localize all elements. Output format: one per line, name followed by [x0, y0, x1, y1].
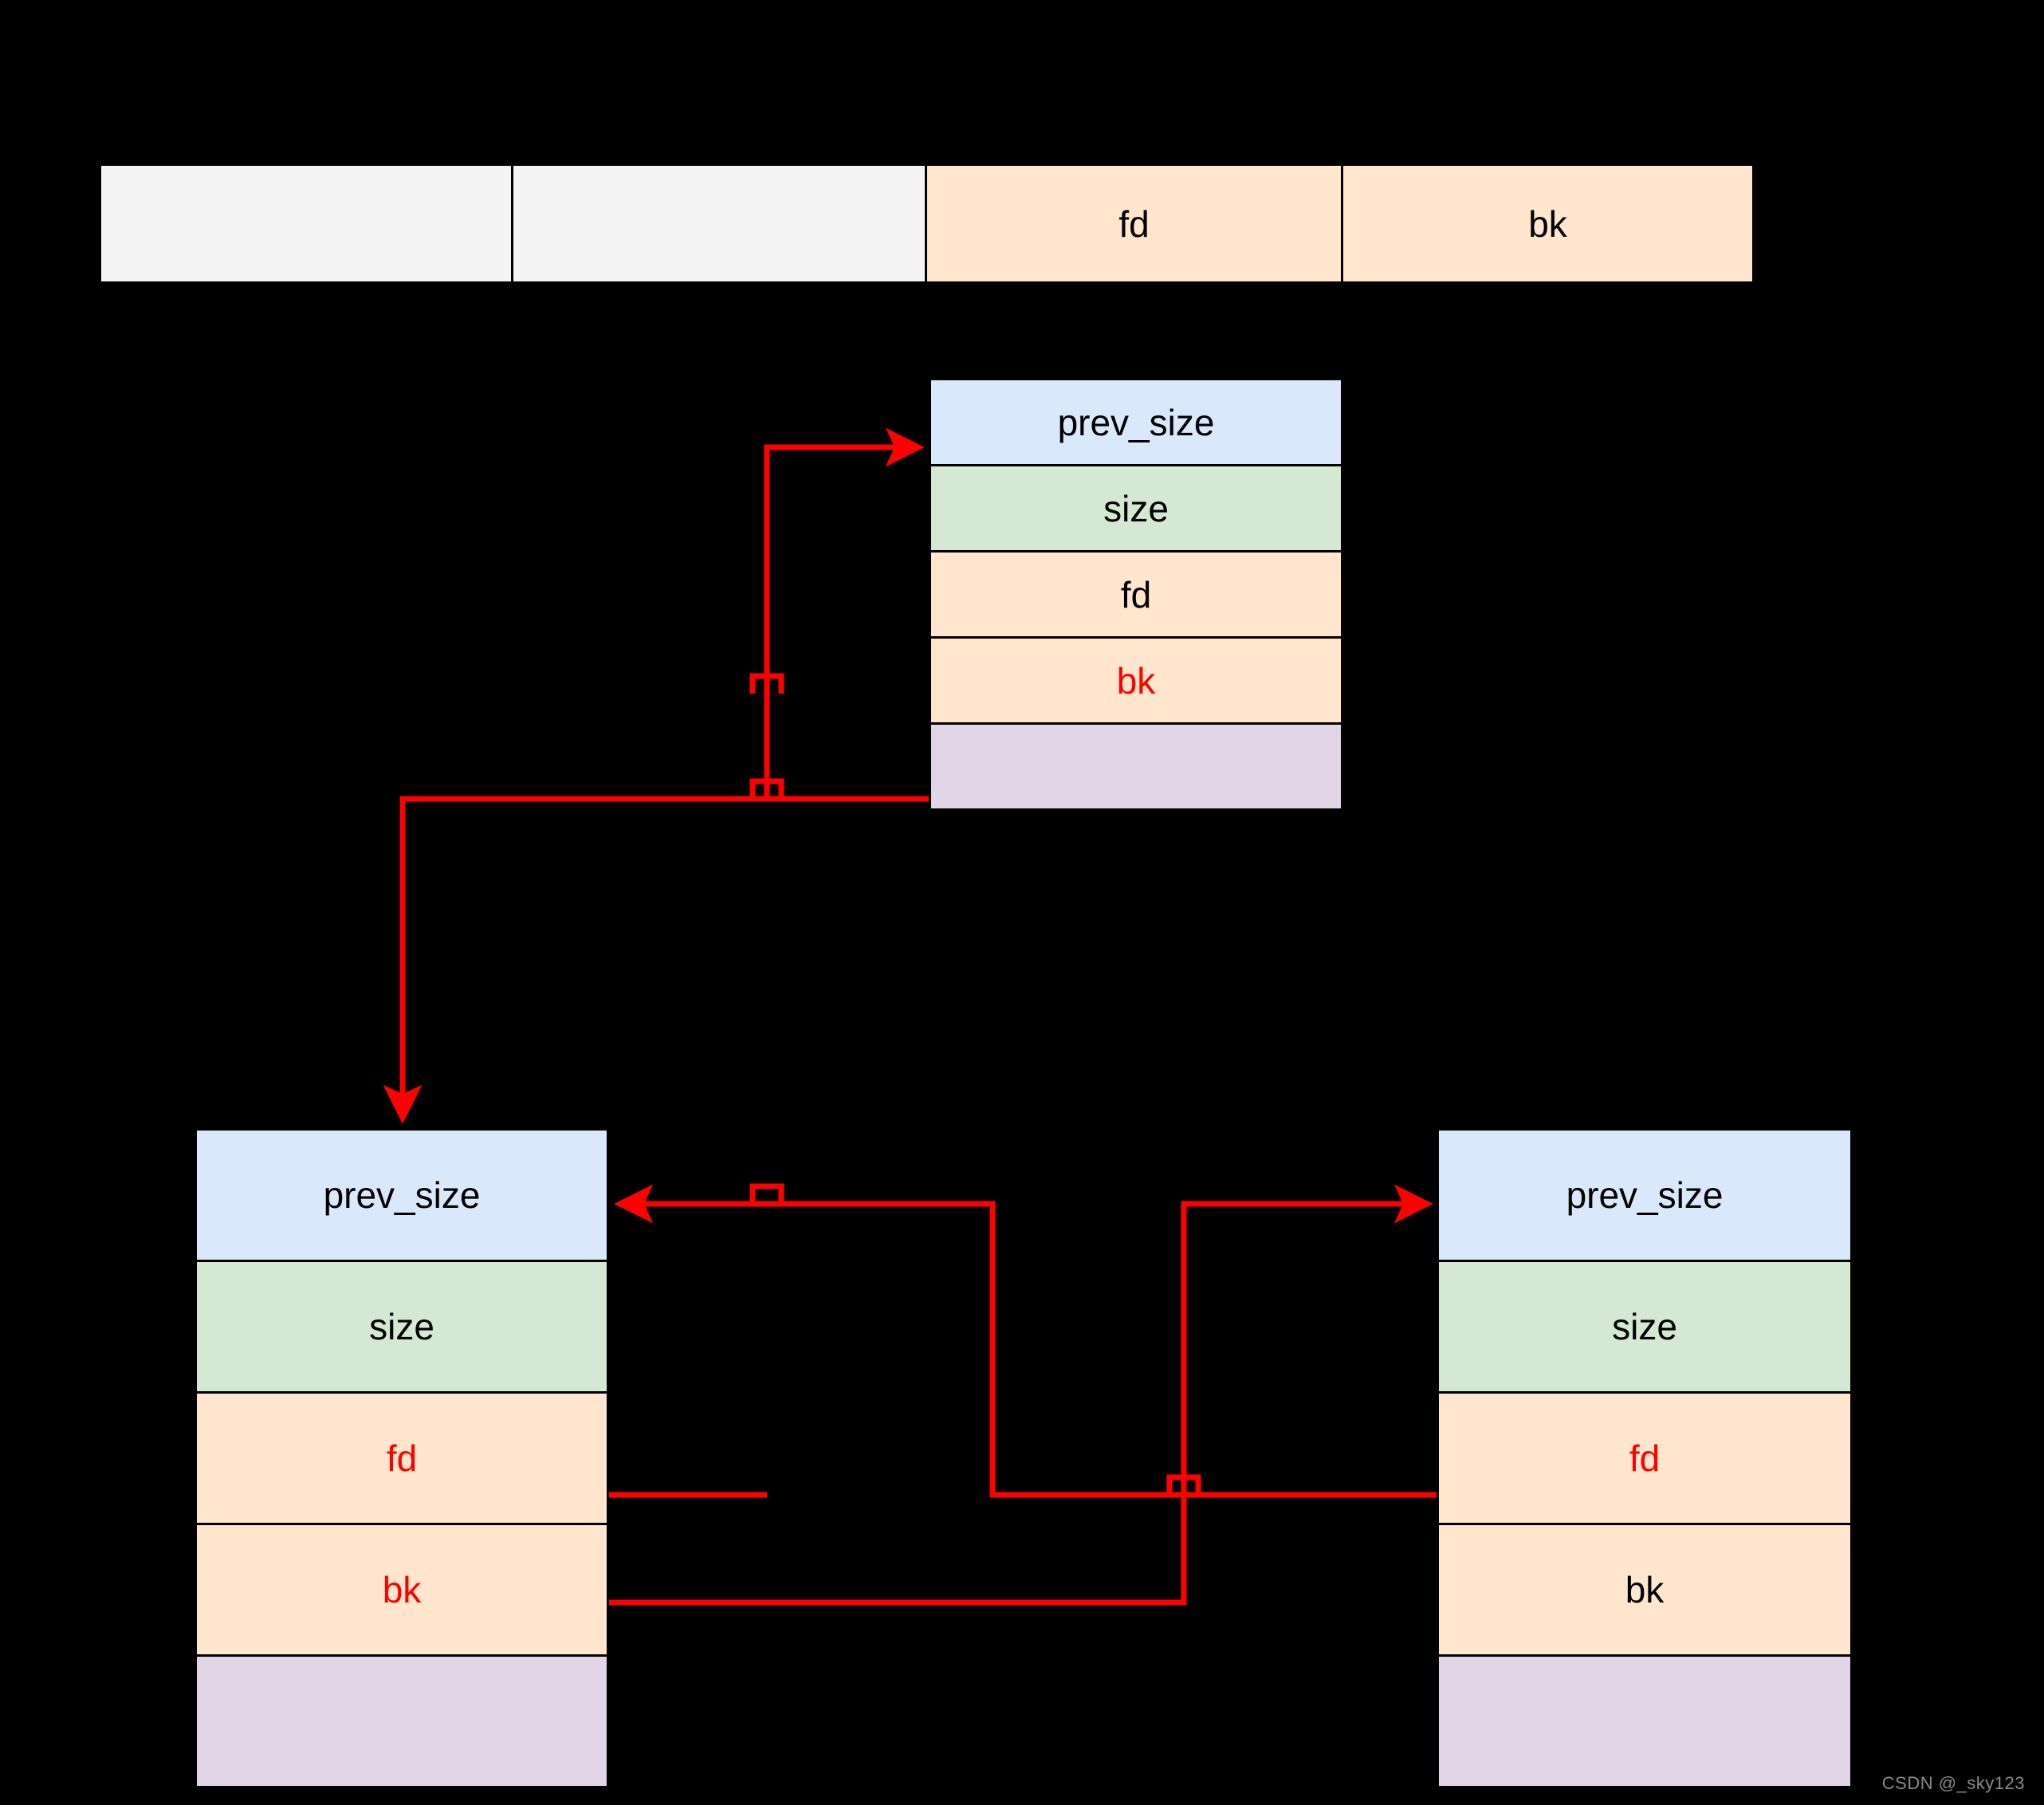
bin-cell-fd: fd [925, 163, 1343, 284]
line-jump-right-fd-crossing [1166, 1474, 1201, 1495]
right-chunk-row-fd: fd [1437, 1391, 1853, 1525]
center-chunk-row-prev_size: prev_size [929, 378, 1343, 466]
line-jump-center-bk-crossing [749, 778, 784, 799]
bin-cell-bk: bk [1341, 163, 1755, 284]
center-chunk-row-fd: fd [929, 550, 1343, 639]
right-chunk-row-size: size [1437, 1260, 1853, 1394]
center-chunk-row-size: size [929, 464, 1343, 553]
right-chunk-row-prev_size: prev_size [1437, 1128, 1853, 1262]
left-chunk-row-payload [195, 1654, 609, 1788]
right-fd-to-left-prev-size [614, 1184, 1437, 1498]
left-chunk-row-bk: bk [195, 1523, 609, 1657]
center-chunk-row-bk: bk [929, 636, 1343, 725]
center-chunk-row-payload [929, 722, 1343, 811]
right-chunk-row-payload [1437, 1654, 1853, 1788]
left-chunk-row-size: size [195, 1260, 609, 1394]
bin-cell-empty-1 [511, 163, 927, 284]
left-chunk-row-prev_size: prev_size [195, 1128, 609, 1262]
watermark: CSDN @_sky123 [1881, 1773, 2025, 1793]
left-bk-to-right-prev-size [609, 1184, 1433, 1606]
bin-cell-empty-0 [99, 163, 513, 284]
line-jump-center-vertical-upper [749, 673, 784, 694]
center-bk-to-center-prev-size [764, 427, 929, 802]
center-bk-to-left-prev-size [383, 796, 929, 1124]
right-chunk-row-bk: bk [1437, 1523, 1853, 1657]
left-chunk-row-fd: fd [195, 1391, 609, 1525]
line-jump-left-prev-crossing [749, 1183, 784, 1204]
